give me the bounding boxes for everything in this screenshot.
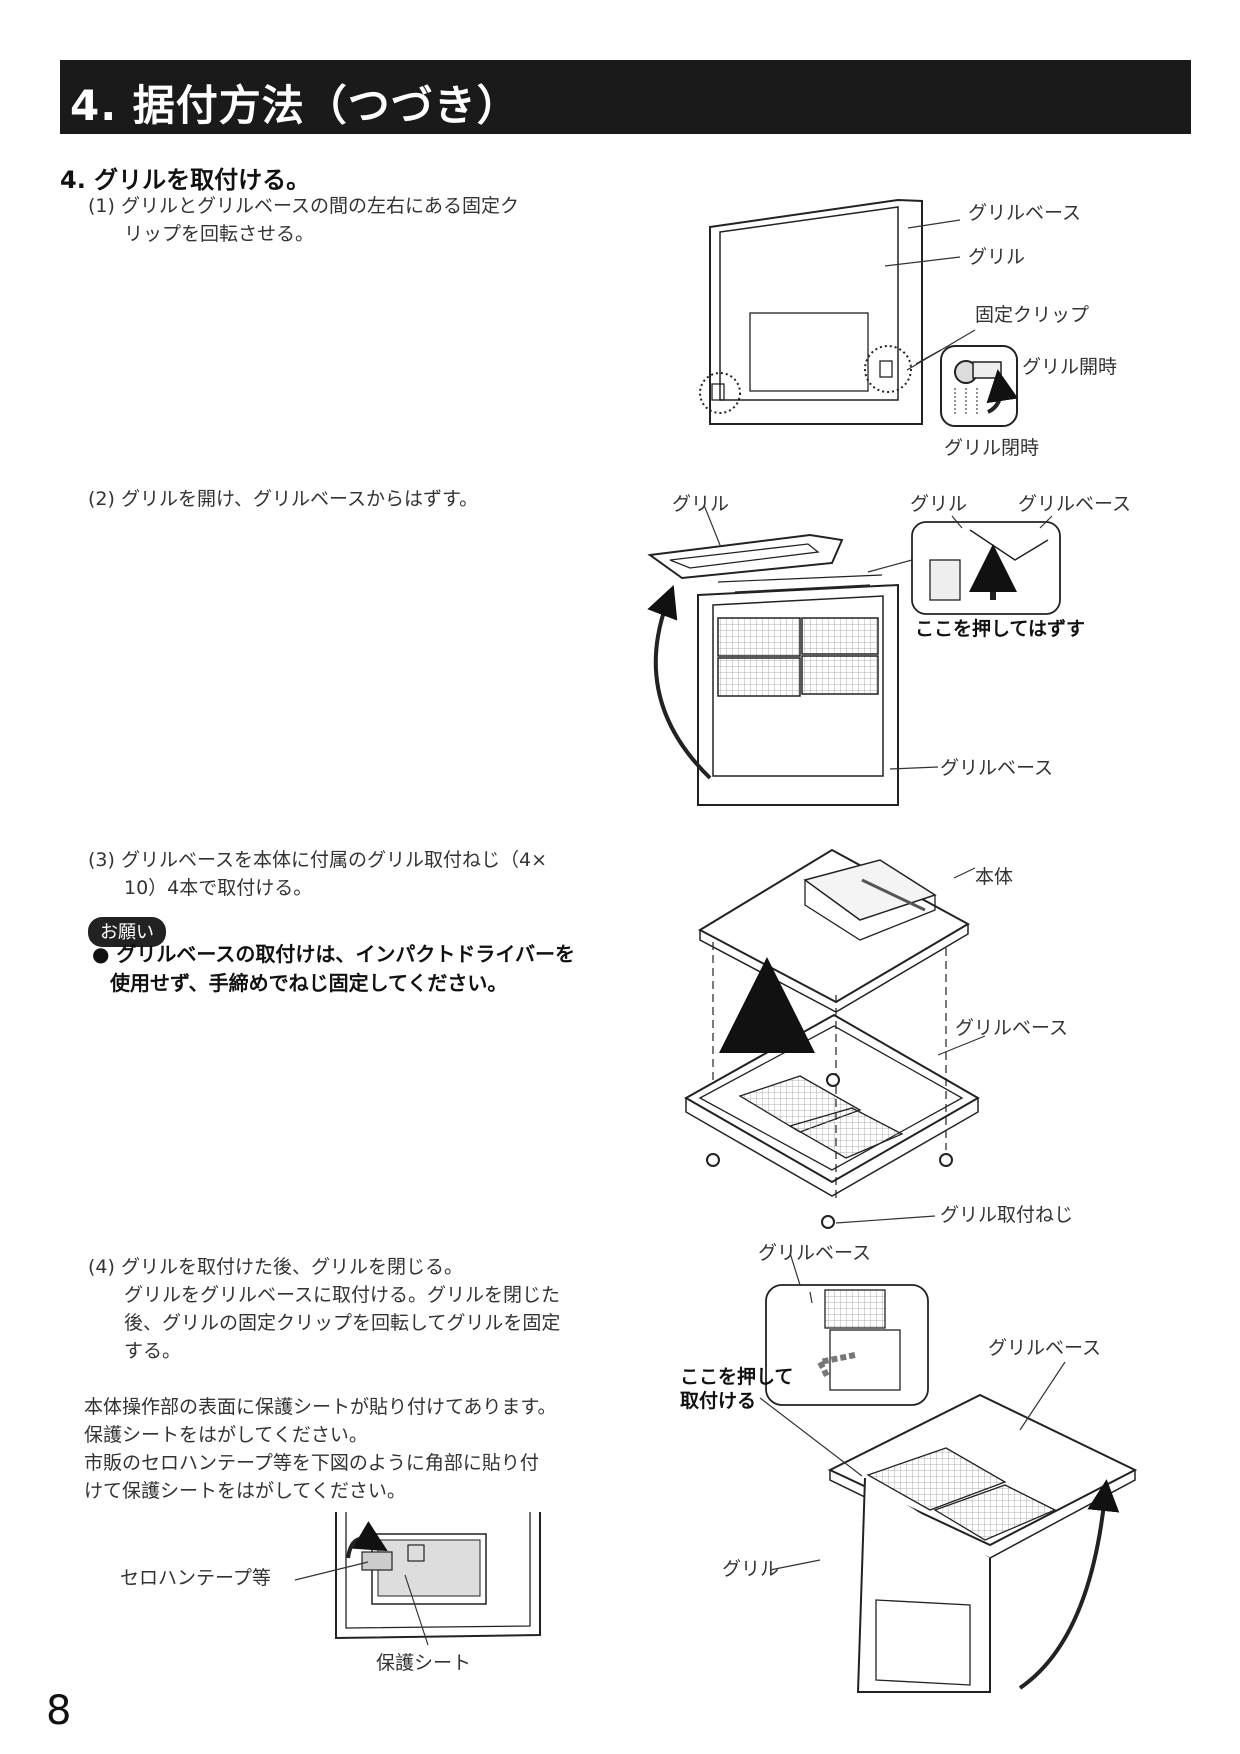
fig4-label-base-top: グリルベース	[758, 1242, 872, 1264]
figure-2-grille-removal	[647, 521, 1061, 806]
fig4-label-push-attach-2: 取付ける	[680, 1390, 757, 1412]
substep-4-line-2: グリルをグリルベースに取付ける。グリルを閉じた	[124, 1284, 561, 1306]
note-text: ● グリルベースの取付けは、インパクトドライバーを 使用せず、手締めでねじ固定し…	[92, 940, 622, 998]
section-title: 4. 据付方法（つづき）	[70, 81, 520, 130]
substep-4-line-3: 後、グリルの固定クリップを回転してグリルを固定	[124, 1312, 561, 1334]
fig2-label-base-inset: グリルベース	[1018, 493, 1132, 515]
fig2-label-grille-inset: グリル	[910, 493, 968, 515]
fig1-label-open: グリル開時	[1022, 356, 1118, 378]
fig2-label-grille: グリル	[672, 493, 730, 515]
substep-4-line-1: (4) グリルを取付けた後、グリルを閉じる。	[88, 1256, 463, 1278]
protect-line-4: けて保護シートをはがしてください。	[84, 1480, 406, 1502]
substep-3-line-2: 10）4本で取付ける。	[124, 877, 313, 899]
protect-line-2: 保護シートをはがしてください。	[84, 1424, 368, 1446]
figure-1-grille-clips	[699, 198, 1019, 427]
note-badge: お願い	[88, 917, 166, 947]
substep-4-line-4: する。	[124, 1340, 182, 1362]
fig4-label-grille: グリル	[722, 1558, 780, 1580]
fig5-label-tape: セロハンテープ等	[120, 1567, 271, 1589]
page-number: 8	[46, 1688, 72, 1734]
section-header-bar	[60, 60, 1191, 134]
figure-4-grille-close	[765, 1284, 1138, 1693]
fig1-label-closed: グリル閉時	[944, 437, 1040, 459]
fig3-label-base: グリルベース	[955, 1017, 1069, 1039]
substep-1-line-2: リップを回転させる。	[124, 223, 315, 245]
substep-3-line-1: (3) グリルベースを本体に付属のグリル取付ねじ（4×	[88, 849, 548, 871]
note-line-1: ● グリルベースの取付けは、インパクトドライバーを	[92, 942, 576, 966]
substep-2-line-1: (2) グリルを開け、グリルベースからはずす。	[88, 488, 479, 510]
fig3-label-screw: グリル取付ねじ	[940, 1204, 1074, 1226]
fig3-label-body: 本体	[975, 866, 1014, 888]
fig4-label-push-attach-1: ここを押して	[680, 1366, 794, 1388]
fig5-label-sheet: 保護シート	[376, 1652, 472, 1674]
substep-1-line-1: (1) グリルとグリルベースの間の左右にある固定ク	[88, 195, 520, 217]
figure-5-protect-sheet	[335, 1512, 541, 1640]
fig1-label-grille: グリル	[968, 246, 1026, 268]
fig1-label-clip: 固定クリップ	[975, 304, 1090, 326]
fig2-label-push-release: ここを押してはずす	[915, 618, 1086, 640]
protect-line-3: 市販のセロハンテープ等を下図のように角部に貼り付	[84, 1452, 539, 1474]
figure-3-base-to-body	[683, 848, 981, 1229]
step-title: 4. グリルを取付ける。	[60, 166, 311, 194]
fig1-label-grille-base: グリルベース	[968, 202, 1082, 224]
fig2-label-base-bottom: グリルベース	[940, 757, 1054, 779]
note-line-2: 使用せず、手締めでねじ固定してください。	[110, 971, 508, 995]
fig4-label-base-right: グリルベース	[988, 1337, 1102, 1359]
protect-line-1: 本体操作部の表面に保護シートが貼り付けてあります。	[84, 1396, 557, 1418]
